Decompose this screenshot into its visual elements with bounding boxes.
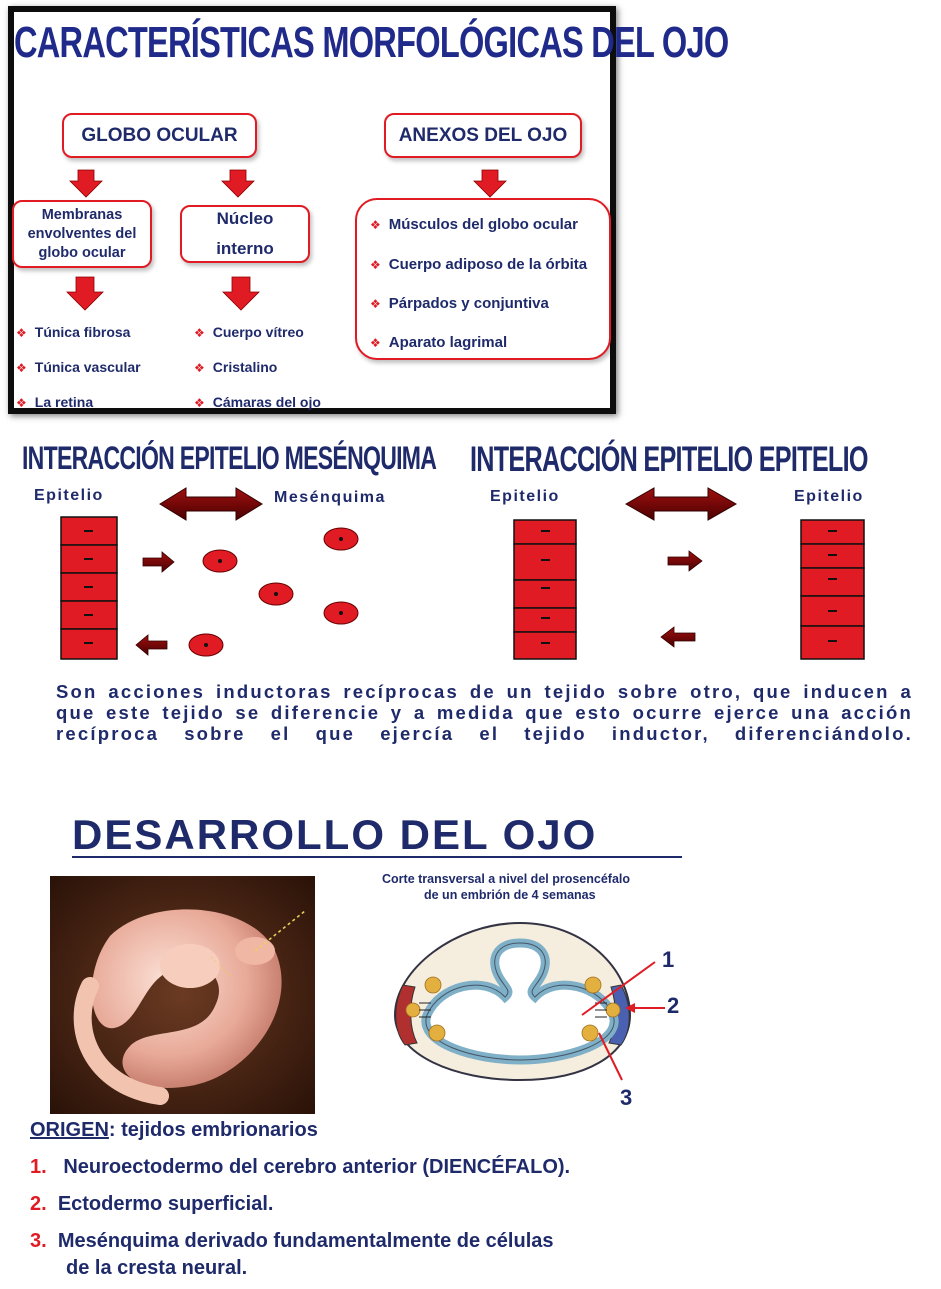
- arrow-left-icon: [660, 626, 696, 648]
- origin-label: ORIGEN: [30, 1119, 109, 1141]
- list-item: ❖Cámaras del ojo: [194, 394, 321, 410]
- nucleo-box: Núcleo interno: [180, 205, 310, 263]
- list-item: ❖Túnica fibrosa: [16, 324, 131, 340]
- diamond-bullet-icon: ❖: [16, 361, 27, 375]
- diamond-bullet-icon: ❖: [370, 258, 381, 272]
- anexos-list-box: [355, 198, 611, 360]
- label-epitelio-2: Epitelio: [490, 488, 560, 505]
- diamond-bullet-icon: ❖: [194, 326, 205, 340]
- label-epitelio: Epitelio: [34, 487, 104, 504]
- list-item: 2. Ectodermo superficial.: [30, 1193, 274, 1215]
- interaction-diagram: [60, 487, 865, 660]
- mesenchyme-cells: [188, 527, 359, 657]
- list-item: ❖Cuerpo adiposo de la órbita: [370, 256, 588, 273]
- arrow-down-icon: [473, 169, 507, 198]
- label-mesenquima: Mesénquima: [274, 489, 386, 506]
- globo-ocular-box: GLOBO OCULAR: [62, 113, 257, 158]
- diagram-label-1: 1: [662, 947, 675, 972]
- interaction-description: Son acciones inductoras recíprocas de un…: [56, 681, 913, 744]
- list-item: ❖Músculos del globo ocular: [370, 216, 578, 233]
- list-item: 1. Neuroectodermo del cerebro anterior (…: [30, 1156, 571, 1178]
- section-caption-1: Corte transversal a nivel del prosencéfa…: [382, 872, 631, 886]
- arrow-down-icon: [221, 169, 255, 198]
- epithelium-column-left: [60, 516, 118, 660]
- double-arrow-icon: [624, 487, 738, 521]
- diamond-bullet-icon: ❖: [16, 396, 27, 410]
- nucleo-line-1: Núcleo: [216, 209, 274, 228]
- arrow-down-icon: [69, 169, 103, 198]
- down-arrows: [66, 169, 507, 311]
- development-title: DESARROLLO DEL OJO: [72, 811, 598, 858]
- diamond-bullet-icon: ❖: [16, 326, 27, 340]
- list-item: ❖Cristalino: [194, 359, 278, 375]
- section-caption-2: de un embrión de 4 semanas: [424, 888, 596, 902]
- list-item: ❖Párpados y conjuntiva: [370, 295, 549, 312]
- list-item: 3. Mesénquima derivado fundamentalmente …: [30, 1230, 554, 1252]
- label-epitelio-3: Epitelio: [794, 488, 864, 505]
- epithelium-column-right: [800, 519, 865, 660]
- diamond-bullet-icon: ❖: [370, 297, 381, 311]
- morphology-title: CARACTERÍSTICAS MORFOLÓGICAS DEL OJO: [14, 18, 729, 67]
- development-title-underline: [72, 856, 682, 858]
- arrow-right-icon: [667, 550, 703, 572]
- diamond-bullet-icon: ❖: [370, 336, 381, 350]
- double-arrow-icon: [159, 487, 263, 521]
- arrow-down-icon: [66, 276, 104, 311]
- interaction-title-left: INTERACCIÓN EPITELIO MESÉNQUIMA: [22, 440, 437, 476]
- list-item: ❖Cuerpo vítreo: [194, 324, 304, 340]
- origin-heading: ORIGEN: tejidos embrionarios: [30, 1119, 318, 1142]
- arrow-left-icon: [135, 634, 168, 656]
- arrow-down-icon: [222, 276, 260, 311]
- diagram-label-2: 2: [667, 993, 680, 1018]
- epithelium-column-middle: [513, 519, 577, 660]
- nucleo-line-2: interno: [216, 239, 274, 258]
- prosencephalon-section: [393, 921, 665, 1082]
- diamond-bullet-icon: ❖: [370, 218, 381, 232]
- arrow-right-icon: [142, 551, 175, 573]
- embryo-photo: [50, 876, 315, 1114]
- list-item: ❖Aparato lagrimal: [370, 334, 508, 351]
- list-item: ❖Túnica vascular: [16, 359, 141, 375]
- list-item: ❖La retina: [16, 394, 94, 410]
- anexos-box: ANEXOS DEL OJO: [384, 113, 582, 158]
- diamond-bullet-icon: ❖: [194, 396, 205, 410]
- diagram-label-3: 3: [620, 1085, 633, 1110]
- interaction-title-right: INTERACCIÓN EPITELIO EPITELIO: [470, 440, 868, 479]
- list-item-continuation: de la cresta neural.: [66, 1257, 248, 1279]
- diamond-bullet-icon: ❖: [194, 361, 205, 375]
- membranas-box: Membranas envolventes del globo ocular: [12, 200, 152, 268]
- origin-rest: : tejidos embrionarios: [108, 1119, 318, 1141]
